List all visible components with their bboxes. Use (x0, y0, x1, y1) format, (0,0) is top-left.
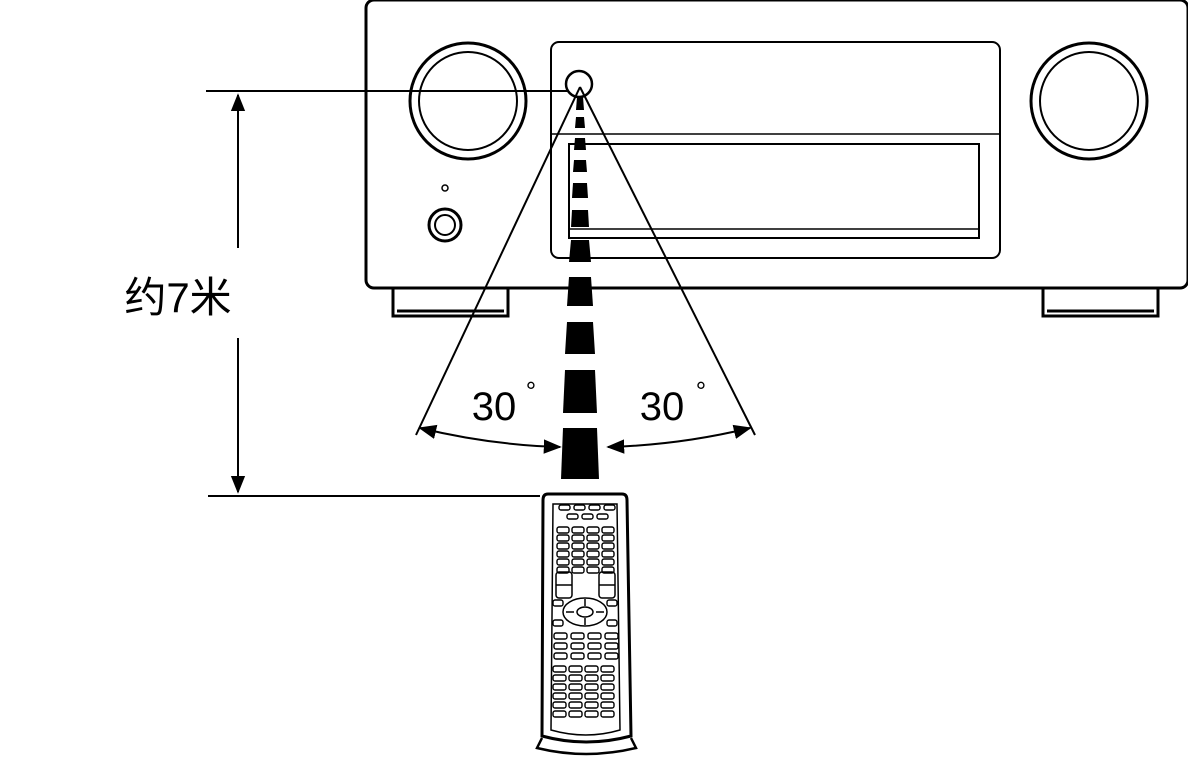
remote-key (604, 632, 619, 640)
remote-key (568, 665, 583, 673)
angle-arc-left (418, 424, 562, 454)
remote-sensor (564, 69, 594, 99)
angle-label-left: 30 ° (472, 376, 536, 429)
remote-key (573, 504, 586, 511)
remote-key (587, 642, 602, 650)
angle-arcs (418, 424, 752, 454)
power-button (427, 207, 463, 243)
remote-key (552, 692, 567, 700)
remote-key (553, 652, 568, 660)
reception-cone (415, 86, 756, 436)
remote-key (601, 550, 615, 558)
remote-key (556, 558, 570, 566)
remote-key (556, 534, 570, 542)
remote-key (552, 701, 567, 709)
power-indicator (441, 184, 449, 192)
remote-key (587, 652, 602, 660)
remote-key (596, 513, 609, 520)
remote-key (586, 566, 600, 574)
remote-key (600, 665, 615, 673)
remote-key (603, 504, 616, 511)
remote-button-grid (552, 504, 619, 718)
remote-key (558, 504, 571, 511)
remote-key (552, 674, 567, 682)
volume-knob-left (408, 41, 528, 161)
remote-key (601, 558, 615, 566)
remote-key (553, 632, 568, 640)
remote-key (600, 701, 615, 709)
remote-key (601, 566, 615, 574)
remote-key (568, 683, 583, 691)
remote-key (588, 504, 601, 511)
remote-key (606, 599, 618, 607)
remote-key (587, 632, 602, 640)
remote-body (540, 492, 633, 744)
distance-dimension (206, 90, 568, 497)
disc-tray (568, 143, 980, 239)
remote-key (568, 710, 583, 718)
remote-key (570, 642, 585, 650)
remote-key (600, 683, 615, 691)
remote-key (552, 710, 567, 718)
remote-key (566, 513, 579, 520)
remote-key (568, 674, 583, 682)
remote-control (535, 492, 638, 756)
angle-label-right: 30 ° (640, 376, 706, 429)
remote-key (570, 632, 585, 640)
angle-right-unit: ° (696, 376, 706, 406)
remote-key (584, 710, 599, 718)
remote-key (571, 534, 585, 542)
remote-key (581, 513, 594, 520)
remote-key (552, 599, 564, 607)
remote-key (552, 683, 567, 691)
remote-key (586, 558, 600, 566)
remote-key (571, 566, 585, 574)
ir-beam (561, 97, 599, 479)
remote-key (571, 550, 585, 558)
remote-rocker-keys (555, 571, 616, 599)
remote-key (586, 534, 600, 542)
remote-key (604, 652, 619, 660)
remote-key (600, 710, 615, 718)
angle-left-unit: ° (526, 376, 536, 406)
remote-key (556, 550, 570, 558)
remote-key (571, 558, 585, 566)
volume-knob-right (1029, 41, 1149, 161)
angle-right-value: 30 (640, 385, 685, 429)
remote-key (600, 674, 615, 682)
remote-key (584, 665, 599, 673)
cone-edge-left (415, 86, 581, 436)
remote-key (584, 701, 599, 709)
remote-key (556, 566, 570, 574)
remote-key (571, 526, 585, 534)
remote-key (584, 674, 599, 682)
remote-key (570, 652, 585, 660)
remote-key (568, 692, 583, 700)
remote-key (600, 692, 615, 700)
angle-left-value: 30 (472, 385, 517, 429)
remote-key (552, 619, 564, 627)
av-receiver (364, 0, 1188, 318)
remote-key (606, 619, 618, 627)
angle-arc-right (606, 424, 752, 454)
remote-key (556, 542, 570, 550)
remote-key (552, 665, 567, 673)
remote-key (584, 683, 599, 691)
distance-label: 约7米 (124, 274, 231, 321)
remote-key (568, 701, 583, 709)
remote-key (586, 542, 600, 550)
remote-key (601, 526, 615, 534)
remote-nav-pad (562, 597, 608, 627)
cone-edge-right (579, 86, 756, 436)
remote-key (556, 526, 570, 534)
remote-key (604, 642, 619, 650)
remote-key (586, 550, 600, 558)
remote-key (601, 534, 615, 542)
remote-key (601, 542, 615, 550)
remote-key (586, 526, 600, 534)
remote-key (553, 642, 568, 650)
remote-key (584, 692, 599, 700)
remote-key (571, 542, 585, 550)
